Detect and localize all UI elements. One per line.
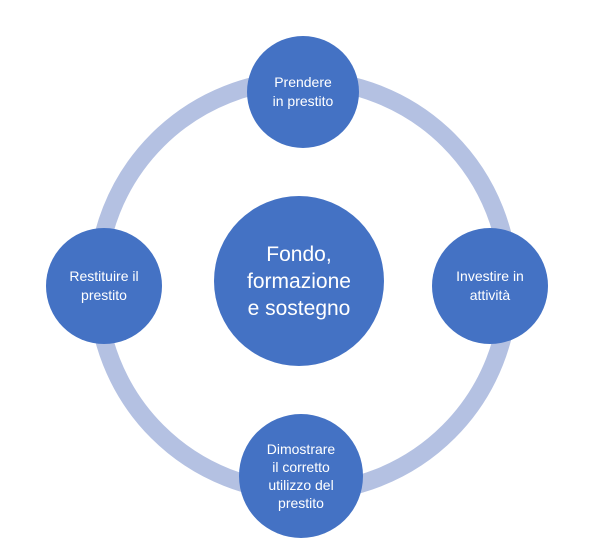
- node-label: Prendere in prestito: [272, 74, 334, 109]
- node-label: Investire in attività: [456, 268, 524, 303]
- node-prendere-in-prestito: Prendere in prestito: [247, 36, 359, 148]
- node-restituire-prestito: Restituire il prestito: [46, 228, 162, 344]
- node-dimostrare-utilizzo: Dimostrare il corretto utilizzo del pres…: [239, 414, 363, 538]
- node-label: Restituire il prestito: [69, 268, 139, 303]
- node-label: Dimostrare il corretto utilizzo del pres…: [266, 441, 336, 511]
- center-node-label: Fondo, formazione e sostegno: [247, 242, 351, 320]
- node-investire-in-attivita: Investire in attività: [432, 228, 548, 344]
- center-node: Fondo, formazione e sostegno: [214, 196, 384, 366]
